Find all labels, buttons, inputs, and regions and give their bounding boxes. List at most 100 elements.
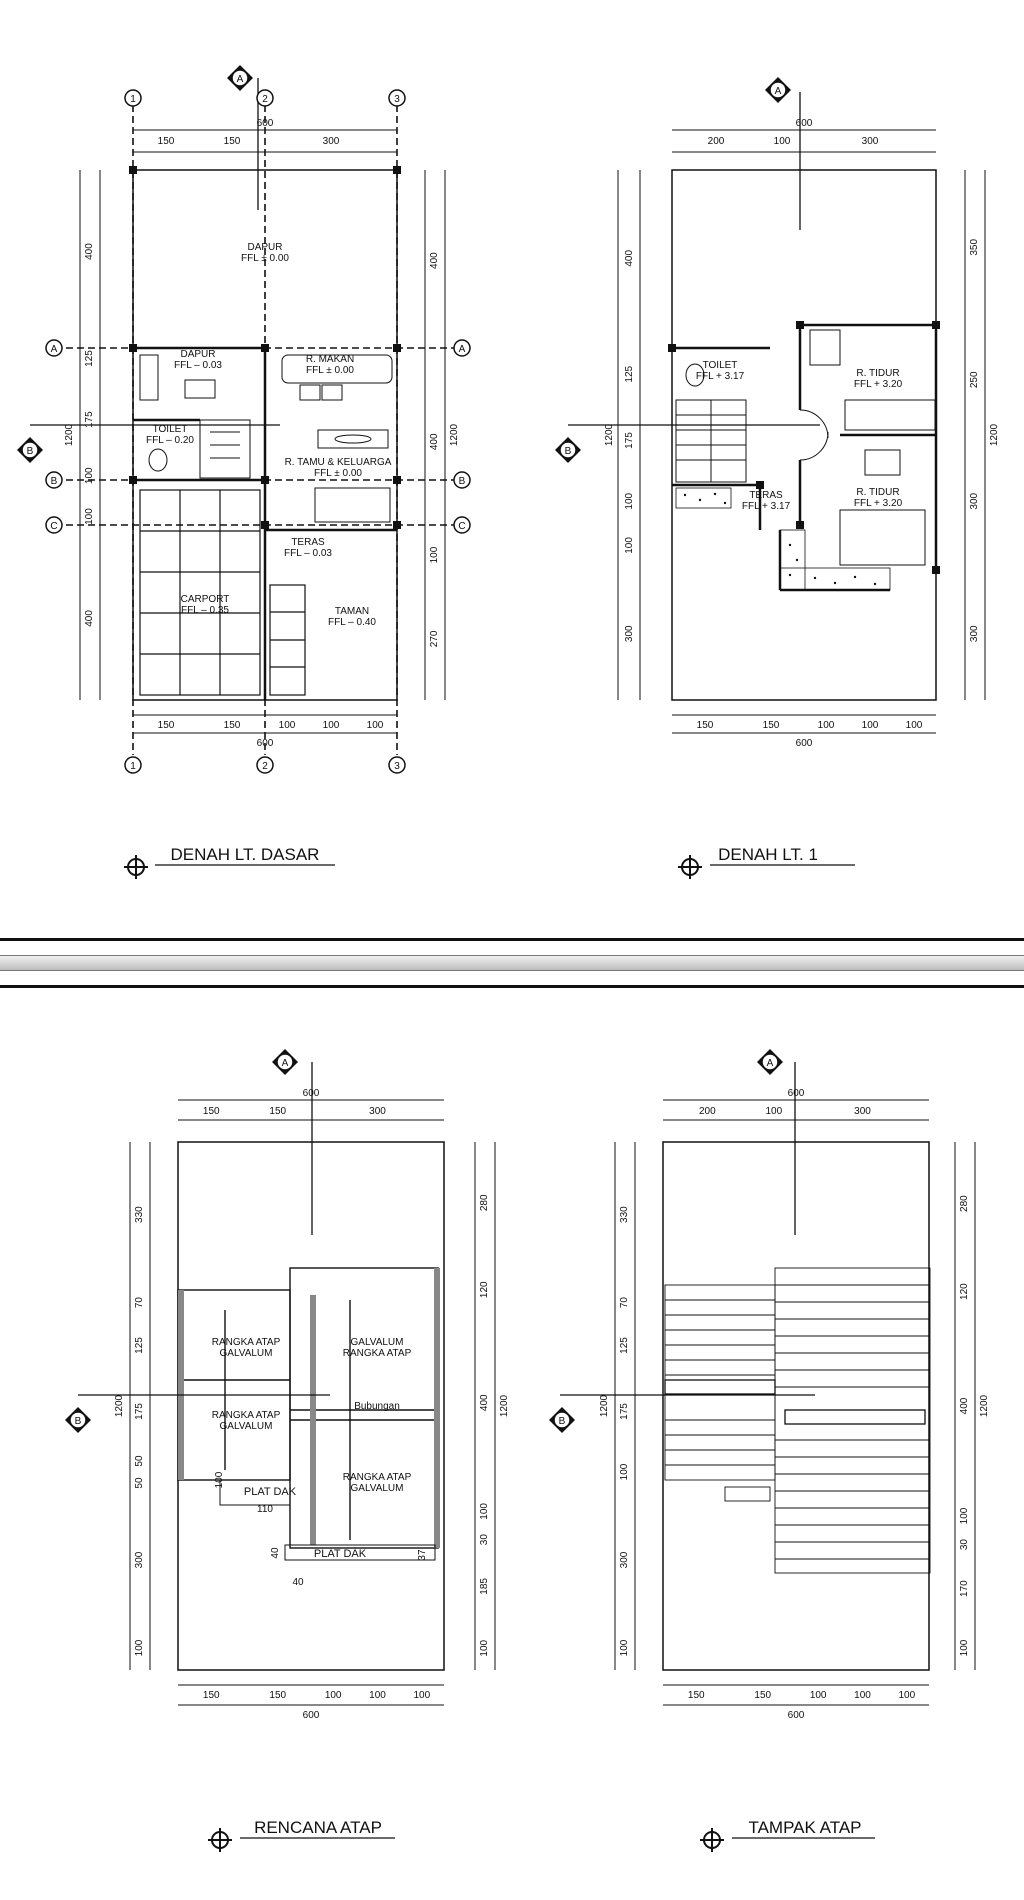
dimension-label: 70: [619, 1297, 630, 1309]
section-marker-b: B: [565, 446, 572, 457]
dimension-label: 150: [763, 720, 780, 731]
plan-outline: [662, 1141, 930, 1671]
dimension-label: 50: [134, 1477, 145, 1489]
room-name: TERAS: [749, 490, 783, 501]
dimension-label: 185: [479, 1578, 490, 1595]
plat-dak-label: PLAT DAK: [244, 1486, 297, 1498]
dimension-label: 100: [369, 1690, 386, 1701]
plan-tampak-atap: [560, 1062, 931, 1671]
dimension-label: 40: [270, 1547, 281, 1559]
dimension-label: 100: [810, 1690, 827, 1701]
overall-dimension: 1200: [64, 423, 75, 446]
drawing-title: RENCANA ATAP: [254, 1818, 382, 1837]
dimension-label: 100: [84, 467, 95, 484]
overall-dimension: 600: [303, 1088, 320, 1099]
title-symbol-icon: [124, 855, 724, 1852]
floor-level: FFL + 3.20: [854, 379, 903, 390]
dimension-label: 70: [134, 1297, 145, 1309]
dimension-label: 400: [429, 252, 440, 269]
terrace-hatch: [675, 487, 891, 591]
overall-dimension: 600: [796, 738, 813, 749]
dimension-lines: [79, 129, 986, 1706]
grid-bubble-marker: [45, 339, 63, 357]
dimension-label: 100: [906, 720, 923, 731]
room-name: TOILET: [703, 360, 738, 371]
dimension-label: 300: [969, 492, 980, 509]
dimension-label: 100: [479, 1639, 490, 1656]
grid-bubble-marker: [45, 471, 63, 489]
roof-sheeting: [664, 1267, 931, 1574]
overall-dimension: 1200: [979, 1394, 990, 1417]
dimension-label: 300: [619, 1551, 630, 1568]
section-marker-b: B: [559, 1416, 566, 1427]
dimension-label: 40: [292, 1577, 304, 1588]
section-marker-b: B: [27, 446, 34, 457]
floor-level: FFL + 3.17: [696, 371, 745, 382]
dimension-label: 175: [134, 1403, 145, 1420]
overall-dimension: 600: [257, 118, 274, 129]
dimension-label: 100: [854, 1690, 871, 1701]
dimension-label: 300: [854, 1106, 871, 1117]
room-name: R. MAKAN: [306, 354, 354, 365]
drawing-title: DENAH LT. 1: [718, 845, 818, 864]
dimension-label: 100: [323, 720, 340, 731]
grid-bubble-marker: [388, 756, 406, 774]
grid-bubble: B: [51, 476, 58, 487]
grid-bubble: C: [50, 521, 57, 532]
grid-bubble: 2: [262, 94, 268, 105]
section-marker-a: A: [282, 1058, 289, 1069]
section-marker-a: A: [237, 74, 244, 85]
dimension-label: 100: [619, 1463, 630, 1480]
dimension-label: 150: [269, 1690, 286, 1701]
title-underlines: [155, 864, 875, 1839]
section-marker-a-marker: [761, 1053, 779, 1071]
dimension-label: 150: [688, 1690, 705, 1701]
dimension-label: 37: [417, 1549, 428, 1561]
overall-dimension: 600: [788, 1710, 805, 1721]
drawing-title: TAMPAK ATAP: [748, 1818, 861, 1837]
dimension-label: 100: [619, 1639, 630, 1656]
overall-dimension: 1200: [604, 423, 615, 446]
dimension-label: 100: [624, 492, 635, 509]
roof-label: RANGKA ATAP: [212, 1337, 281, 1348]
columns: [129, 166, 401, 529]
grid-bubble-marker: [256, 756, 274, 774]
overall-dimension: 1200: [449, 423, 460, 446]
dimension-label: 30: [959, 1539, 970, 1551]
roof-label: RANGKA ATAP: [212, 1410, 281, 1421]
dimension-label: 30: [479, 1534, 490, 1546]
dimension-label: 330: [619, 1206, 630, 1223]
dimension-label: 300: [134, 1551, 145, 1568]
overall-dimension: 600: [788, 1088, 805, 1099]
grid-bubble: 3: [394, 761, 400, 772]
dimension-label: 100: [959, 1639, 970, 1656]
furniture: [685, 329, 936, 566]
dimension-label: 100: [413, 1690, 430, 1701]
dimension-label: 270: [429, 630, 440, 647]
dimension-label: 100: [429, 546, 440, 563]
carport-paving: [139, 489, 306, 696]
dimension-label: 125: [624, 365, 635, 382]
dimension-label: 400: [624, 250, 635, 267]
drawing-title: DENAH LT. DASAR: [171, 845, 320, 864]
room-name: R. TAMU & KELUARGA: [285, 457, 392, 468]
furniture: [139, 354, 393, 523]
grid-bubble: 3: [394, 94, 400, 105]
overall-dimension: 1200: [114, 1394, 125, 1417]
floor-level: FFL + 3.17: [742, 501, 791, 512]
dimension-label: 120: [959, 1283, 970, 1300]
dimension-label: 100: [84, 508, 95, 525]
section-marker-a: A: [767, 1058, 774, 1069]
grid-bubble-marker: [453, 471, 471, 489]
floor-level: FFL ± 0.00: [241, 253, 289, 264]
roof-label: GALVALUM: [220, 1421, 273, 1432]
section-marker-b: B: [75, 1416, 82, 1427]
ridge-label: Bubungan: [354, 1401, 400, 1412]
grid-bubble: 1: [130, 761, 136, 772]
dimension-label: 350: [969, 239, 980, 256]
room-name: DAPUR: [247, 242, 282, 253]
dimension-label: 120: [479, 1281, 490, 1298]
room-name: TAMAN: [335, 606, 369, 617]
room-name: CARPORT: [181, 594, 230, 605]
